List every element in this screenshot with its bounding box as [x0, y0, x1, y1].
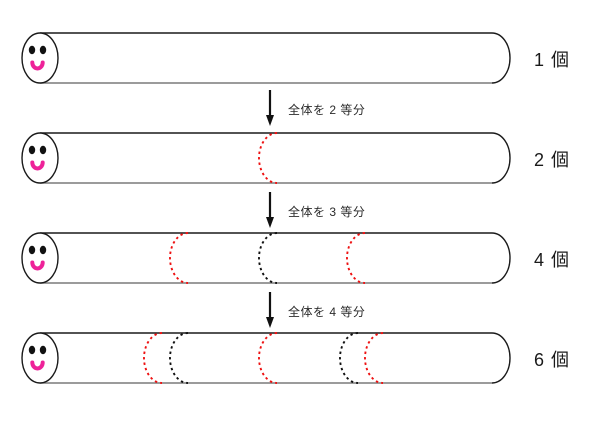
worm-eye-right-icon — [39, 145, 47, 155]
worm-body-fill — [22, 33, 510, 83]
worm-eye-right-icon — [39, 45, 47, 55]
worm-head — [21, 232, 59, 284]
worm-body-fill — [22, 133, 510, 183]
divider-row-3-1-red — [169, 232, 189, 284]
divider-row-4-5-red — [364, 332, 384, 384]
arrow-head-icon — [266, 317, 274, 328]
divider-row-2-1-red — [258, 132, 278, 184]
divider-row-4-3-red — [258, 332, 278, 384]
divider-row-4-1-red — [143, 332, 163, 384]
worm-head — [21, 132, 59, 184]
divider-row-4-4-black — [339, 332, 359, 384]
worm-mouth-icon — [30, 60, 45, 71]
worm-eye-left-icon — [28, 345, 36, 355]
worm-body-fill — [22, 333, 510, 383]
worm-mouth-icon — [30, 260, 45, 271]
divider-row-4-2-black — [169, 332, 189, 384]
worm-row-2 — [21, 132, 511, 184]
worm-row-3 — [21, 232, 511, 284]
count-label-row-4: 6 個 — [534, 350, 571, 370]
worm-row-4 — [21, 332, 511, 384]
worm-eye-left-icon — [28, 45, 36, 55]
step-arrow-step-3 — [266, 292, 274, 328]
worm-right-cap — [491, 332, 511, 384]
step-label-step-3: 全体を 4 等分 — [288, 305, 366, 319]
worm-mouth-icon — [30, 160, 45, 171]
worm-eye-right-icon — [39, 345, 47, 355]
step-label-step-1: 全体を 2 等分 — [288, 103, 366, 117]
divider-row-3-3-red — [346, 232, 366, 284]
worm-eye-left-icon — [28, 145, 36, 155]
count-label-row-1: 1 個 — [534, 50, 571, 70]
worm-right-cap — [491, 32, 511, 84]
worm-body-fill — [22, 233, 510, 283]
worm-eye-left-icon — [28, 245, 36, 255]
step-label-step-2: 全体を 3 等分 — [288, 205, 366, 219]
worm-right-cap — [491, 132, 511, 184]
arrow-head-icon — [266, 217, 274, 228]
step-arrow-step-1 — [266, 90, 274, 126]
worm-right-cap — [491, 232, 511, 284]
count-label-row-2: 2 個 — [534, 150, 571, 170]
count-label-row-3: 4 個 — [534, 250, 571, 270]
worm-head — [21, 332, 59, 384]
worm-eye-right-icon — [39, 245, 47, 255]
worm-head — [21, 32, 59, 84]
arrow-head-icon — [266, 115, 274, 126]
step-arrow-step-2 — [266, 192, 274, 228]
worm-row-1 — [21, 32, 511, 84]
worm-mouth-icon — [30, 360, 45, 371]
divider-row-3-2-black — [258, 232, 278, 284]
